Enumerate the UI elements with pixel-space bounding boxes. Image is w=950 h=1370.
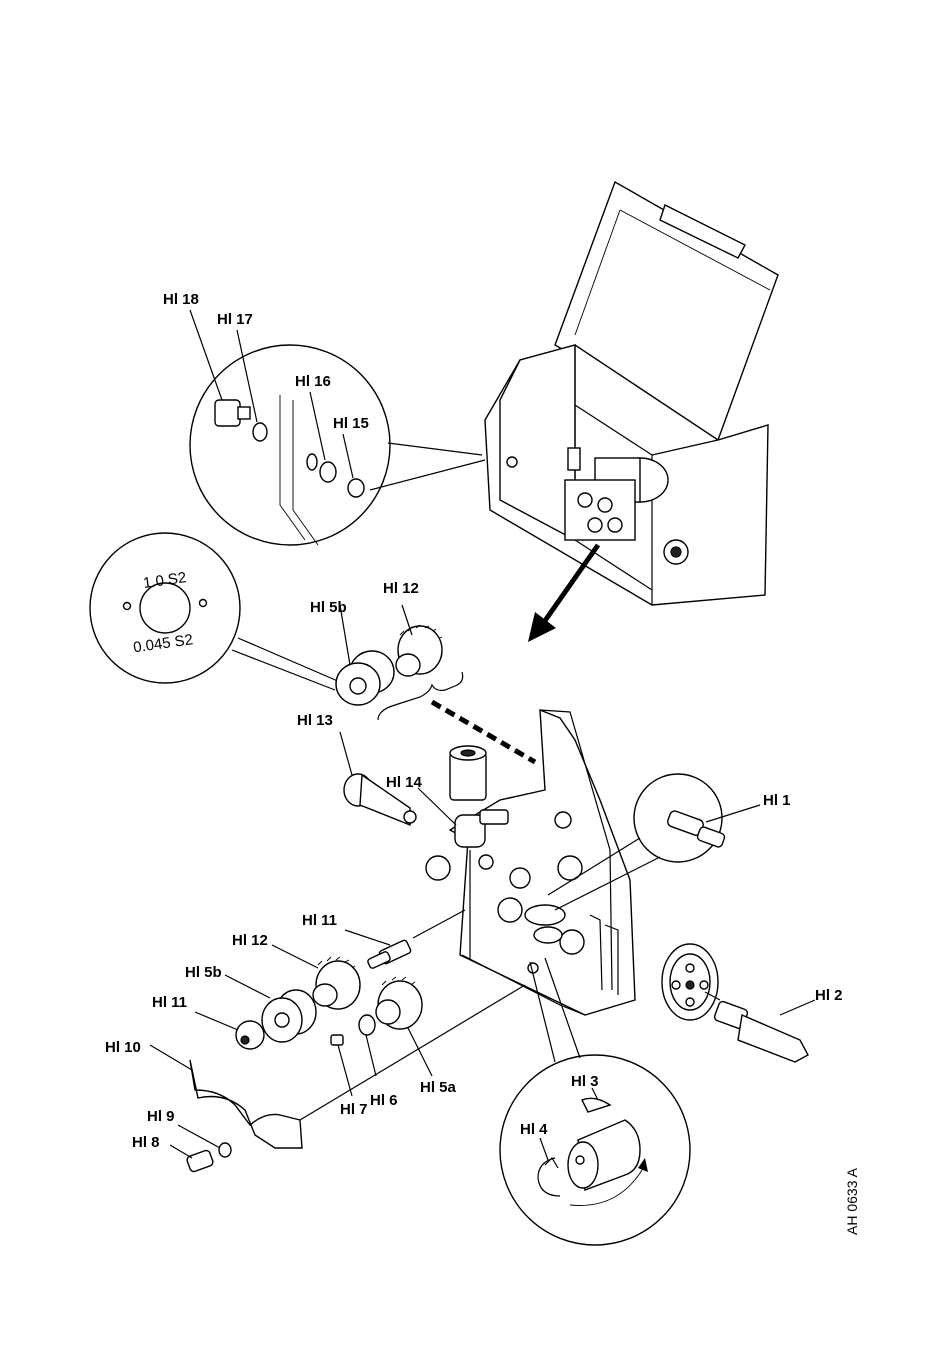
euro-connector-and-gun: [662, 944, 815, 1062]
label-hl14: Hl 14: [386, 774, 423, 791]
label-hl15: Hl 15: [333, 415, 369, 432]
label-hl13: Hl 13: [297, 712, 333, 729]
label-hl10: Hl 10: [105, 1039, 141, 1056]
label-hl17: Hl 17: [217, 311, 253, 328]
label-hl12-mid: Hl 12: [232, 932, 268, 949]
label-hl16: Hl 16: [295, 373, 331, 390]
label-hl8: Hl 8: [132, 1134, 160, 1151]
label-hl18: Hl 18: [163, 291, 199, 308]
label-hl11-low: Hl 11: [152, 994, 187, 1011]
label-hl5a: Hl 5a: [420, 1079, 457, 1096]
label-hl3: Hl 3: [571, 1073, 599, 1090]
wire-feeder-cabinet: [485, 182, 778, 605]
roller-stamp-detail: [90, 533, 340, 690]
label-hl11-mid: Hl 11: [302, 912, 337, 929]
label-hl5b-top: Hl 5b: [310, 599, 347, 616]
drawing-reference: AH 0633 A: [844, 1167, 860, 1235]
label-hl12-top: Hl 12: [383, 580, 419, 597]
label-hl2: Hl 2: [815, 987, 843, 1004]
feed-unit-body: [426, 710, 635, 1015]
label-hl1: Hl 1: [763, 792, 791, 809]
label-hl6: Hl 6: [370, 1092, 398, 1109]
label-hl4: Hl 4: [520, 1121, 548, 1138]
upper-drive-roll-and-gear: [336, 605, 535, 762]
direction-arrow: [528, 545, 598, 642]
label-hl7: Hl 7: [340, 1101, 368, 1118]
label-hl9: Hl 9: [147, 1108, 175, 1125]
label-hl5b-mid: Hl 5b: [185, 964, 222, 981]
